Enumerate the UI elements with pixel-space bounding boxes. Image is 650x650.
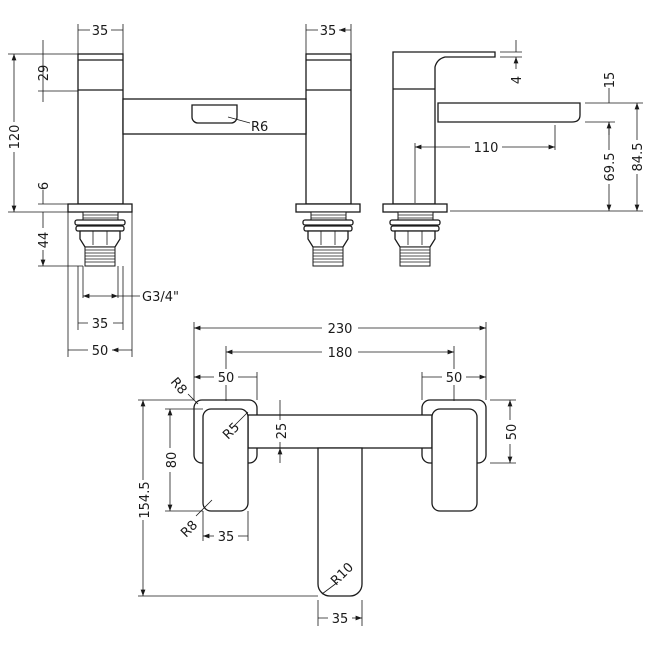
- left-tap-body: [77, 53, 124, 205]
- dim-thread-length: 44: [37, 232, 52, 249]
- dim-spout-reach: 110: [474, 141, 499, 156]
- dim-thread-width: 35: [92, 317, 109, 332]
- dim-overall-depth: 154.5: [138, 481, 153, 518]
- dim-base-thickness: 6: [37, 182, 52, 190]
- side-spout: [437, 102, 581, 123]
- dim-top-width-left: 35: [92, 24, 109, 39]
- plan-view: 230 180 50 50 50 154.5 80 25 35 35 R8 R5…: [135, 320, 520, 627]
- side-fitting: [382, 203, 448, 267]
- side-view: 4 15 69.5 84.5 110: [382, 40, 646, 267]
- side-tap-body: [392, 51, 496, 205]
- bridge-spout: [122, 98, 307, 135]
- dim-thread-size: G3/4": [142, 290, 179, 305]
- dim-bar-width: 25: [275, 423, 290, 440]
- dim-spout-width: 35: [332, 612, 349, 627]
- dim-handle-length: 80: [165, 452, 180, 469]
- right-handle: [431, 408, 478, 512]
- dim-centres: 180: [328, 346, 353, 361]
- left-handle: [202, 408, 249, 512]
- dim-height-total: 120: [8, 125, 23, 150]
- dim-rosette-depth: 50: [505, 424, 520, 441]
- dim-handle-height: 29: [37, 65, 52, 82]
- dim-rosette-right: 50: [446, 371, 463, 386]
- dim-top-width-right: 35: [320, 24, 337, 39]
- dim-slot-radius: R6: [251, 120, 268, 135]
- right-fitting: [295, 203, 361, 267]
- outlet-slot: [191, 104, 238, 124]
- dim-spout-under-height: 69.5: [603, 153, 618, 182]
- dim-handle-width: 35: [218, 530, 235, 545]
- dim-base-width: 50: [92, 344, 109, 359]
- dim-lever-offset: 4: [510, 76, 525, 84]
- dim-spout-thickness: 15: [603, 72, 618, 89]
- label-radius-handle-bottom: R8: [178, 518, 201, 541]
- dim-overall-width: 230: [328, 322, 353, 337]
- right-tap-body: [305, 53, 352, 205]
- label-radius-rosette: R8: [167, 375, 190, 398]
- dim-rosette-left: 50: [218, 371, 235, 386]
- dim-spout-top-height: 84.5: [631, 143, 646, 172]
- front-view: 35 35 120 29 6 44 G3/4" 35 50 R6: [6, 24, 361, 359]
- left-fitting: [67, 203, 133, 267]
